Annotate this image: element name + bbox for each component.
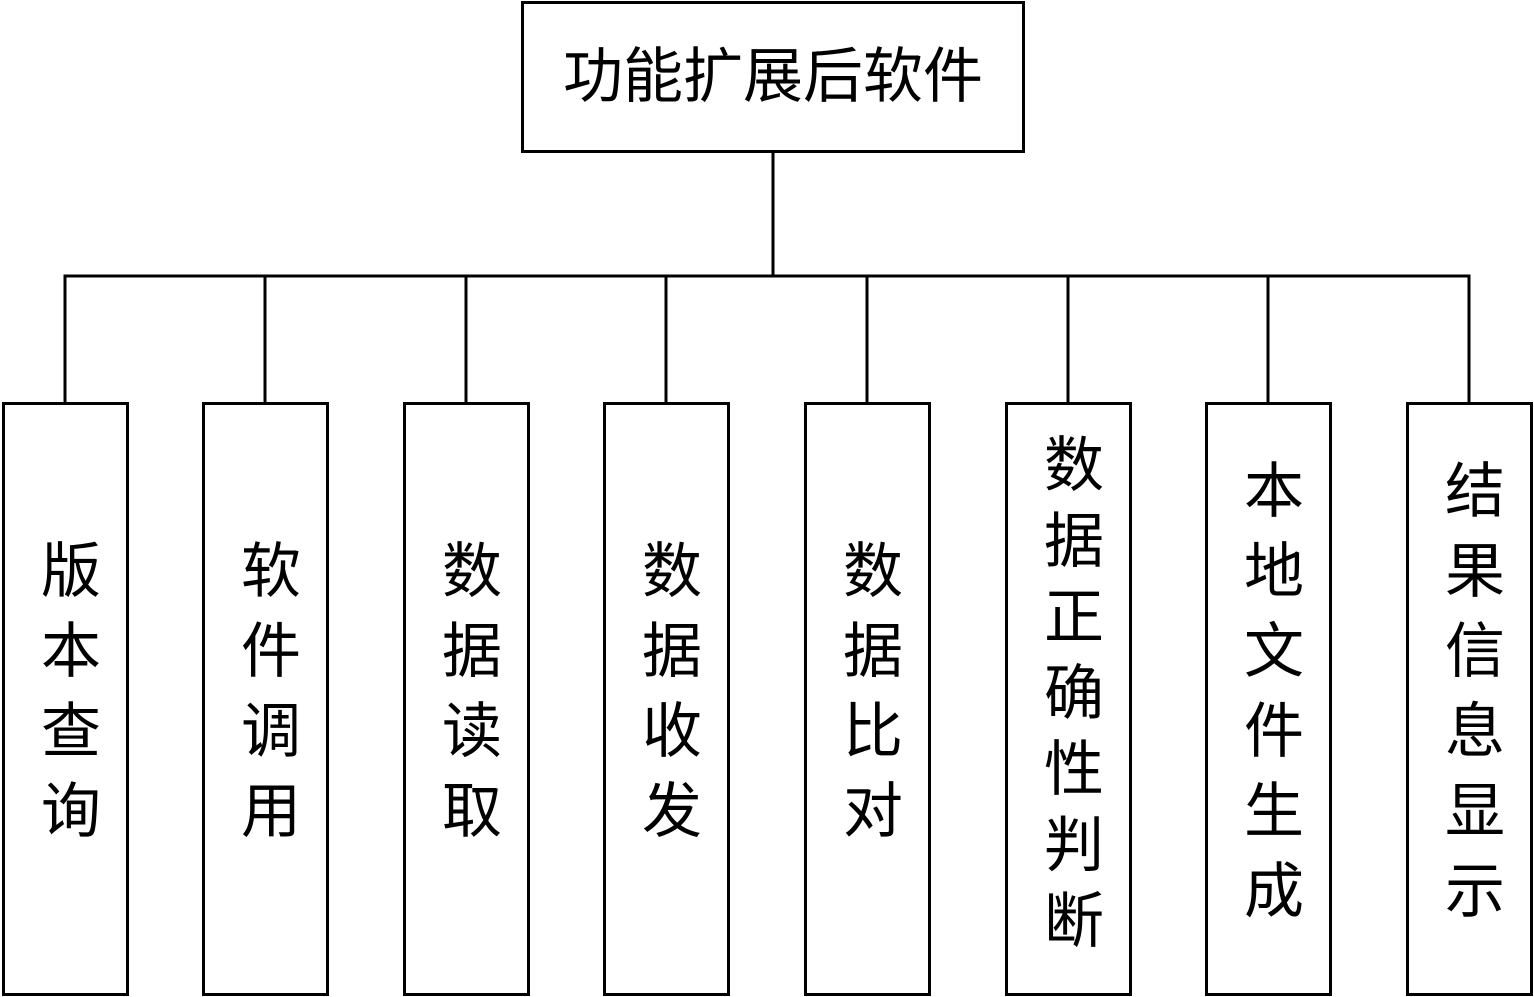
- child-node-label: 版本查询: [30, 539, 101, 859]
- child-node-data-correctness: 数据正确性判断: [1005, 402, 1132, 996]
- root-node: 功能扩展后软件: [521, 1, 1025, 153]
- child-node-label: 本地文件生成: [1233, 459, 1304, 939]
- child-node-label: 数据收发: [631, 539, 702, 859]
- child-node-label: 数据读取: [431, 539, 502, 859]
- child-node-label: 结果信息显示: [1434, 459, 1505, 939]
- child-node-local-file-generation: 本地文件生成: [1205, 402, 1332, 996]
- child-node-result-display: 结果信息显示: [1406, 402, 1533, 996]
- child-node-data-transceive: 数据收发: [603, 402, 730, 996]
- root-node-label: 功能扩展后软件: [563, 42, 983, 112]
- child-node-label: 数据比对: [832, 539, 903, 859]
- child-node-data-read: 数据读取: [403, 402, 530, 996]
- child-node-label: 软件调用: [230, 539, 301, 859]
- child-node-label: 数据正确性判断: [1033, 433, 1104, 965]
- child-node-software-call: 软件调用: [202, 402, 329, 996]
- child-node-data-compare: 数据比对: [804, 402, 931, 996]
- child-node-version-query: 版本查询: [2, 402, 129, 996]
